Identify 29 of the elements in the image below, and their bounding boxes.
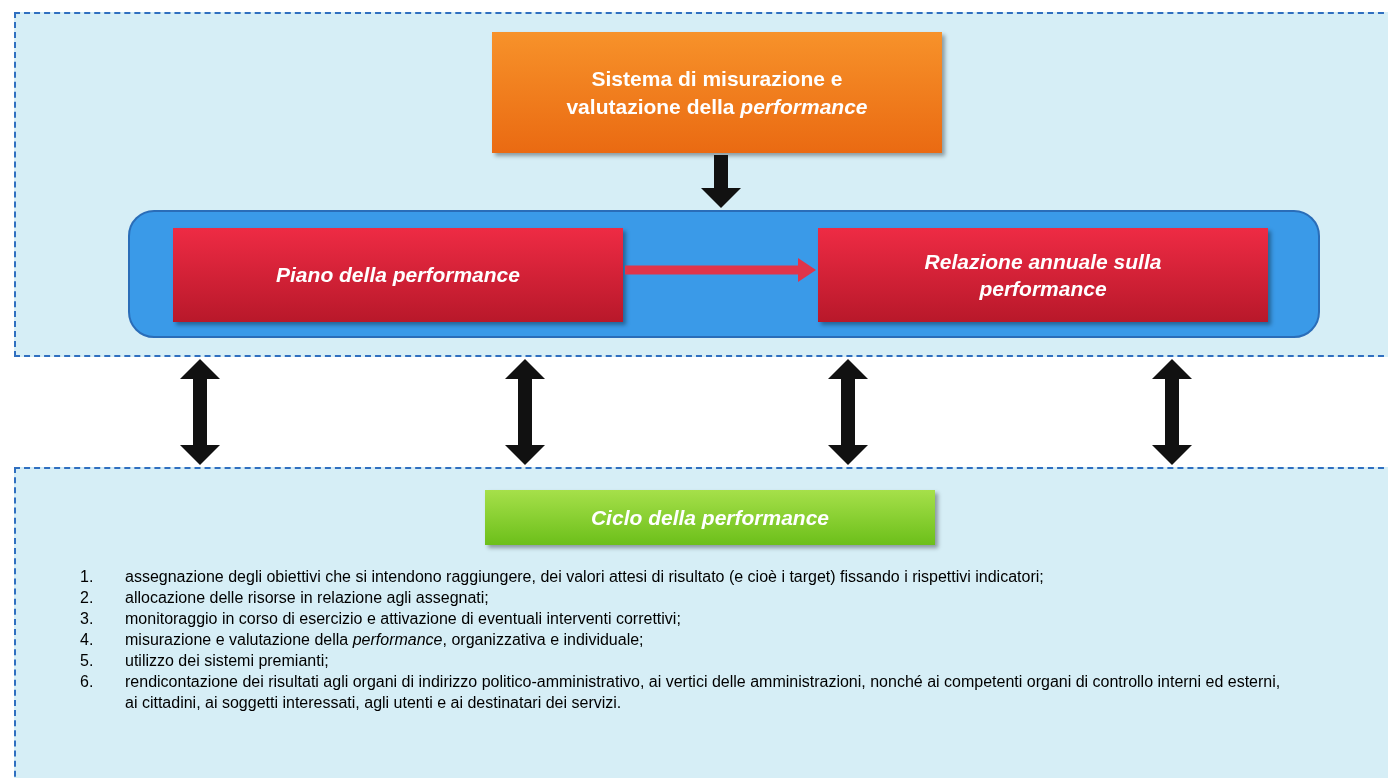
list-item-text: misurazione e valutazione della performance, organizzativa e individuale; (125, 630, 645, 650)
dashed-panel (14, 12, 1388, 357)
arrow (505, 359, 545, 465)
list-item-text: monitoraggio in corso di esercizio e attivazione di eventuali interventi correttivi; (125, 609, 682, 629)
box-label: Piano della performance (275, 262, 521, 289)
arrow (180, 359, 220, 465)
arrow (828, 359, 868, 465)
list-item-text: utilizzo dei sistemi premianti; (125, 651, 330, 671)
list-number: 5. (80, 651, 95, 671)
arrow (1152, 359, 1192, 465)
process-box (492, 32, 942, 153)
process-box (173, 228, 623, 322)
arrow (701, 155, 741, 208)
process-box (818, 228, 1268, 322)
list-item-text: allocazione delle risorse in relazione agli assegnati; (125, 588, 490, 608)
list-number: 2. (80, 588, 95, 608)
box-label: Sistema di misurazione e valutazione della performance (565, 66, 869, 120)
box-label: Ciclo della performance (589, 504, 831, 531)
arrow (625, 258, 816, 282)
list-item-text: assegnazione degli obiettivi che si intendono raggiungere, dei valori attesi di risultato (e cioè i target) fissando i rispettivi indicatori; (125, 567, 1045, 587)
process-box (485, 490, 935, 545)
box-label: Relazione annuale sulla performance (923, 248, 1163, 302)
dashed-panel (14, 467, 1388, 778)
list-item-text: rendicontazione dei risultati agli organi di indirizzo politico-amministrativo, ai vertici delle amministrazioni, nonché ai competenti organi di controllo interni ed esterni, ai cittadini, ai soggetti interessati, agli utenti e ai destinatari dei servizi. (125, 672, 1282, 713)
list-number: 1. (80, 567, 95, 587)
group-box (128, 210, 1320, 338)
list-number: 3. (80, 609, 95, 629)
list-number: 6. (80, 672, 95, 692)
list-number: 4. (80, 630, 95, 650)
